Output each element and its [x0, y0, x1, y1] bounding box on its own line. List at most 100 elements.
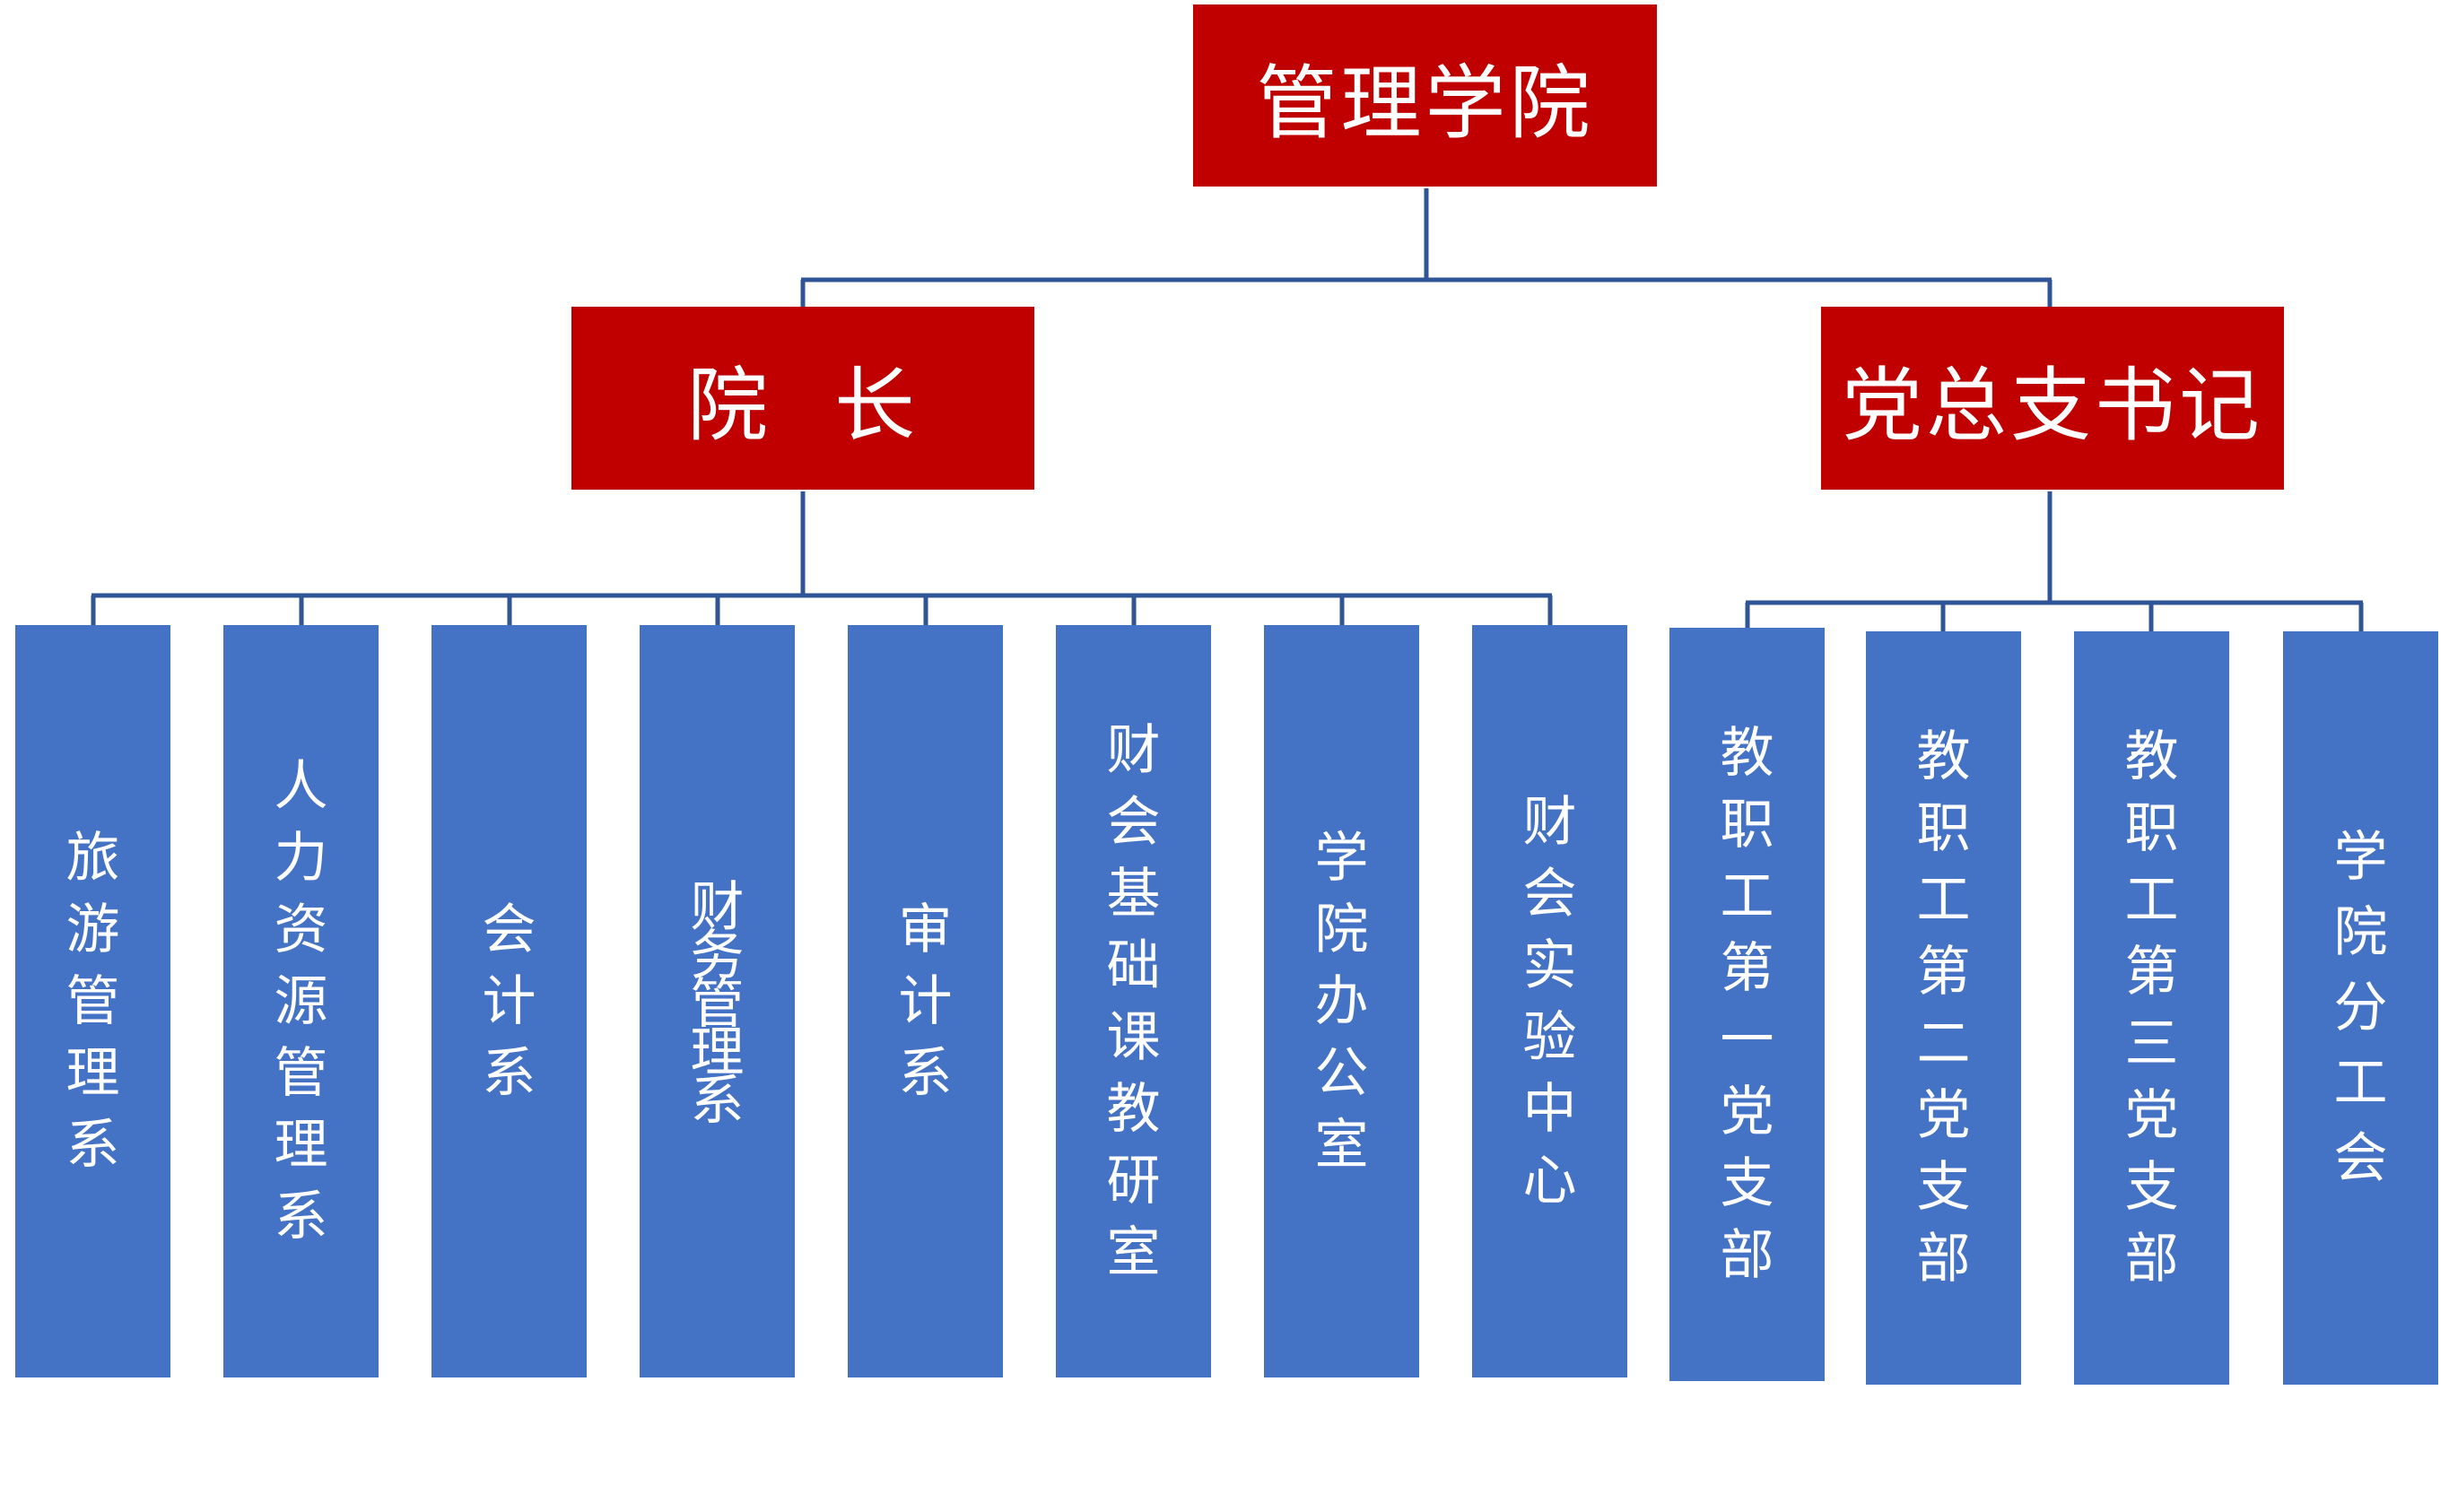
unit-label-char: 职 [2124, 797, 2179, 860]
unit-label-char: 理 [274, 1113, 328, 1177]
unit-label-char: 室 [1106, 1221, 1161, 1284]
unit-label: 会计系 [483, 894, 536, 1109]
unit-auditing: 审计系 [848, 625, 1003, 1377]
unit-label-char: 会 [2333, 1127, 2388, 1190]
unit-accounting-lab: 财会实验中心 [1472, 625, 1627, 1377]
unit-label-char: 实 [1522, 934, 1577, 997]
unit-label-char: 职 [1720, 794, 1774, 856]
unit-label-char: 游 [65, 898, 120, 961]
unit-label-char: 理 [65, 1041, 120, 1105]
unit-label-char: 会 [1522, 862, 1577, 925]
unit-label-char: 资 [274, 898, 328, 961]
party-secretary-node: 党总支书记 [1821, 307, 2284, 490]
unit-label: 学院分工会 [2334, 820, 2388, 1196]
unit-label-char: 第 [2124, 941, 2179, 1004]
unit-label-char: 财 [1106, 718, 1161, 782]
unit-label-char: 管 [690, 972, 745, 1036]
unit-accounting: 会计系 [431, 625, 587, 1377]
unit-label-char: 三 [2124, 1012, 2179, 1075]
unit-label-char: 公 [1314, 1041, 1369, 1105]
unit-college-office: 学院办公室 [1264, 625, 1419, 1377]
unit-label-char: 系 [482, 1041, 536, 1105]
unit-tourism-management: 旅游管理系 [15, 625, 170, 1377]
unit-label-char: 党 [1720, 1081, 1774, 1143]
unit-label-char: 力 [274, 826, 328, 890]
unit-label: 人力资源管理系 [275, 751, 328, 1253]
unit-label: 财务管理系 [690, 875, 745, 1133]
unit-label-char: 财 [1522, 790, 1577, 854]
root-label: 管理学院 [1256, 56, 1594, 151]
unit-label-char: 一 [1720, 1009, 1774, 1072]
unit-label-char: 工 [2333, 1052, 2388, 1115]
unit-label-char: 教 [1916, 726, 1971, 788]
unit-party-branch-3: 教职工第三党支部 [2074, 631, 2229, 1385]
unit-label-char: 计 [898, 969, 953, 1033]
unit-label-char: 教 [2124, 726, 2179, 788]
unit-label-char: 系 [65, 1113, 120, 1177]
unit-label-char: 系 [898, 1041, 953, 1105]
unit-label: 旅游管理系 [66, 822, 120, 1181]
unit-label: 教职工第三党支部 [2125, 721, 2179, 1295]
unit-label-char: 会 [1106, 790, 1161, 854]
unit-label-char: 办 [1314, 969, 1369, 1033]
unit-label-char: 审 [898, 898, 953, 961]
unit-label-char: 中 [1522, 1077, 1577, 1141]
unit-label-char: 系 [690, 1069, 745, 1133]
unit-label-char: 人 [274, 754, 328, 818]
unit-label-char: 二 [1916, 1012, 1971, 1075]
unit-label-char: 旅 [65, 826, 120, 890]
unit-label-char: 工 [1720, 865, 1774, 928]
unit-label-char: 院 [2333, 901, 2388, 964]
unit-label: 审计系 [899, 894, 953, 1109]
unit-party-branch-2: 教职工第二党支部 [1866, 631, 2021, 1385]
dean-label-left: 院 [687, 359, 771, 453]
unit-label-char: 支 [2124, 1156, 2179, 1219]
unit-label-char: 工 [1916, 869, 1971, 932]
dean-label-right: 长 [834, 359, 919, 453]
unit-label-char: 管 [65, 969, 120, 1033]
unit-label-char: 室 [1314, 1113, 1369, 1177]
unit-label-char: 教 [1106, 1077, 1161, 1141]
unit-finance-basic-courses: 财会基础课教研室 [1056, 625, 1211, 1377]
unit-label: 教职工第二党支部 [1917, 721, 1971, 1295]
unit-label: 财会基础课教研室 [1107, 715, 1161, 1289]
unit-label-char: 党 [1916, 1084, 1971, 1147]
unit-label-char: 研 [1106, 1149, 1161, 1212]
unit-label-char: 党 [2124, 1084, 2179, 1147]
unit-label-char: 部 [2124, 1228, 2179, 1290]
unit-label-char: 理 [690, 1021, 745, 1084]
unit-label-char: 职 [1916, 797, 1971, 860]
unit-label-char: 支 [1720, 1152, 1774, 1215]
unit-label-char: 第 [1916, 941, 1971, 1004]
unit-label-char: 课 [1106, 1005, 1161, 1069]
unit-label-char: 源 [274, 969, 328, 1033]
unit-human-resources: 人力资源管理系 [223, 625, 379, 1377]
unit-label-char: 验 [1522, 1005, 1577, 1069]
unit-label-char: 部 [1916, 1228, 1971, 1290]
unit-label-char: 工 [2124, 869, 2179, 932]
unit-party-branch-1: 教职工第一党支部 [1669, 628, 1825, 1381]
unit-label-char: 系 [274, 1185, 328, 1248]
unit-label-char: 教 [1720, 722, 1774, 785]
unit-college-trade-union: 学院分工会 [2283, 631, 2438, 1385]
unit-label-char: 管 [274, 1041, 328, 1105]
unit-label-char: 础 [1106, 934, 1161, 997]
unit-label-char: 支 [1916, 1156, 1971, 1219]
unit-label-char: 学 [2333, 826, 2388, 889]
unit-financial-management: 财务管理系 [640, 625, 795, 1377]
unit-label: 教职工第一党支部 [1721, 717, 1774, 1291]
unit-label-char: 分 [2333, 977, 2388, 1039]
unit-label-char: 学 [1314, 826, 1369, 890]
unit-label-char: 基 [1106, 862, 1161, 925]
root-node: 管理学院 [1193, 4, 1657, 187]
unit-label: 财会实验中心 [1523, 786, 1577, 1217]
unit-label: 学院办公室 [1315, 822, 1369, 1181]
unit-label-char: 心 [1522, 1149, 1577, 1212]
unit-label-char: 计 [482, 969, 536, 1033]
unit-label-char: 财 [690, 875, 745, 939]
unit-label-char: 部 [1720, 1224, 1774, 1287]
dean-node: 院长 [571, 307, 1034, 490]
unit-label-char: 会 [482, 898, 536, 961]
party-secretary-label: 党总支书记 [1842, 359, 2263, 453]
